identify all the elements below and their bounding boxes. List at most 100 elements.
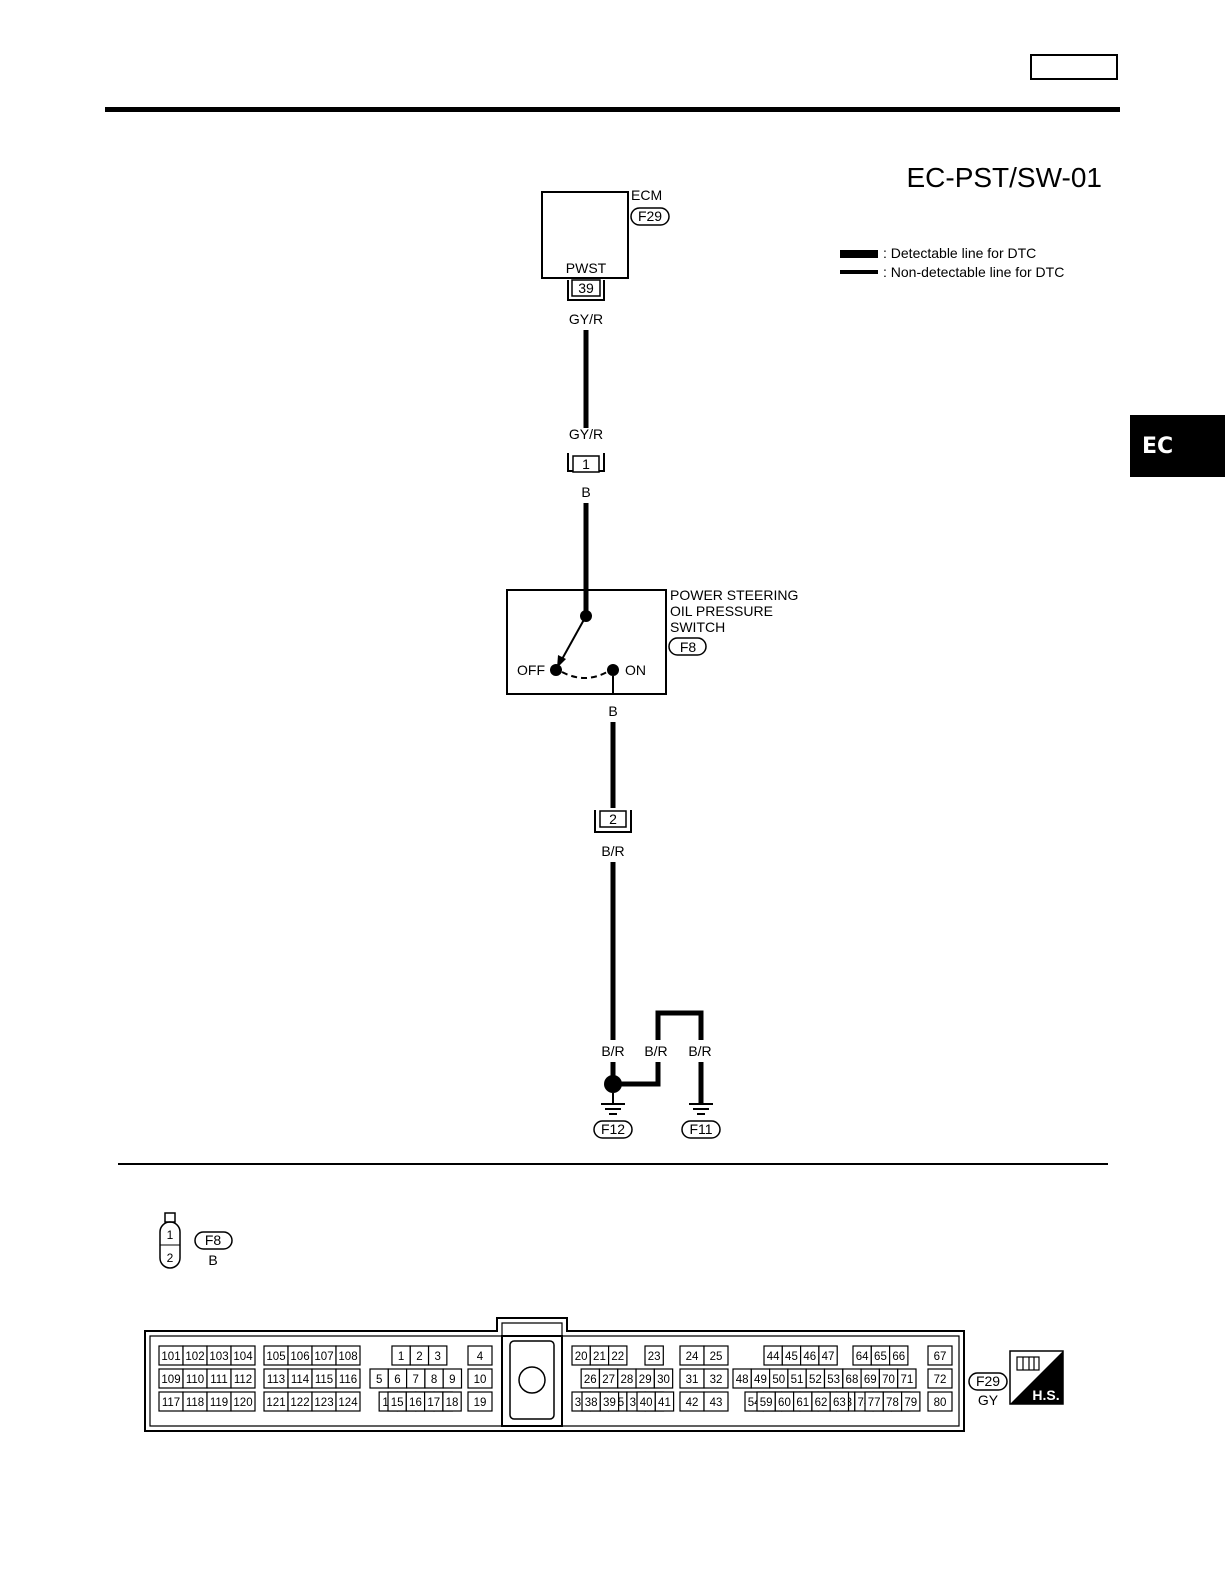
f29-pin-number: 116 (339, 1374, 357, 1386)
switch-lever-arrow (557, 655, 566, 668)
ecm-label: ECM (631, 187, 662, 203)
f29-pin-number: 26 (584, 1374, 597, 1386)
f8-view-color: B (208, 1252, 217, 1268)
switch-on-label: ON (625, 662, 646, 678)
f29-pin-cell (230, 1368, 256, 1389)
f29-pin-cell (927, 1391, 953, 1412)
f29-pin-number: 108 (338, 1351, 357, 1363)
f29-pin-number: 6 (394, 1374, 400, 1386)
f29-pin-number: 15 (391, 1397, 404, 1409)
f29-pin-number: 1 (398, 1351, 404, 1363)
f29-pin-number: 64 (856, 1351, 869, 1363)
f29-pin-cell (442, 1368, 463, 1389)
f29-pin-number: 68 (846, 1374, 859, 1386)
f29-pin-cell (703, 1391, 729, 1412)
f29-pin-number: 17 (427, 1397, 440, 1409)
f29-pin-number: 113 (267, 1374, 285, 1386)
ecm-terminal-box (571, 279, 601, 297)
f29-pin-cell (467, 1391, 493, 1412)
f29-pin-number: 39 (603, 1397, 616, 1409)
f29-pin-number: 59 (760, 1397, 773, 1409)
ecm-terminal-bracket (567, 280, 605, 301)
f29-pin-cell (599, 1391, 620, 1412)
f29-pin-number: 122 (290, 1397, 309, 1409)
ground-right-id: F11 (689, 1121, 712, 1137)
f29-pin-number: 67 (934, 1351, 947, 1363)
f29-pin-number: 117 (162, 1397, 180, 1409)
f29-pin-number: 43 (710, 1397, 723, 1409)
f29-pin-number: 27 (602, 1374, 615, 1386)
f29-pin-number: 112 (234, 1374, 252, 1386)
f29-pin-cell (467, 1368, 493, 1389)
f29-pin-number: 10 (474, 1374, 487, 1386)
f29-pin-cell (927, 1345, 953, 1366)
switch-connector-id: F8 (680, 639, 697, 655)
section-tab-ec[interactable]: EC (1130, 415, 1225, 477)
page-number-box (1030, 54, 1118, 80)
ground-left-id: F12 (601, 1121, 625, 1137)
ground-left-badge (593, 1120, 633, 1139)
f29-pin-number: 118 (186, 1397, 204, 1409)
f29-pin-number: 114 (291, 1374, 310, 1386)
f8-pin-1: 1 (167, 1228, 174, 1242)
f29-pin-number: 123 (314, 1397, 333, 1409)
f29-pin-number: 53 (827, 1374, 840, 1386)
legend-non-detectable-label: : Non-detectable line for DTC (883, 264, 1064, 280)
f29-pin-number: 7 (413, 1374, 419, 1386)
f29-pin-cell (829, 1391, 850, 1412)
f29-pin-number: 30 (657, 1374, 670, 1386)
f29-pin-number: 29 (639, 1374, 652, 1386)
wire-color-joint-in: GY/R (569, 426, 603, 442)
f8-pin-2: 2 (167, 1251, 174, 1265)
f29-pin-cell (230, 1345, 256, 1366)
f29-pin-number: 65 (874, 1351, 887, 1363)
f29-pin-number: 38 (585, 1397, 598, 1409)
header-rule (105, 107, 1120, 112)
f29-pin-cell (335, 1391, 361, 1412)
wire-color-ground-b1: B/R (644, 1043, 667, 1059)
f29-pin-number: 46 (803, 1351, 816, 1363)
f29-pin-number: 48 (736, 1374, 749, 1386)
f29-pin-number: 102 (185, 1351, 204, 1363)
legend-detectable-label: : Detectable line for DTC (883, 245, 1036, 261)
joint-lower-box (599, 810, 627, 828)
f29-pin-number: 52 (809, 1374, 822, 1386)
f29-pin-number: 119 (210, 1397, 228, 1409)
legend-non-detectable-swatch (840, 270, 878, 274)
f29-pin-cell (644, 1345, 664, 1366)
hs-badge: H.S. (1009, 1350, 1064, 1405)
wire-color-ground-b2: B/R (688, 1043, 711, 1059)
f29-pin-number: 66 (892, 1351, 905, 1363)
f29-view-badge (968, 1372, 1008, 1391)
wire-color-conn2-out: B/R (601, 843, 624, 859)
f29-pin-number: 45 (785, 1351, 798, 1363)
f29-pin-cell (230, 1391, 256, 1412)
ground-splice-dot (604, 1075, 622, 1093)
f29-pin-number: 20 (575, 1351, 588, 1363)
f29-view-color: GY (978, 1392, 999, 1408)
diagram-code: EC-PST/SW-01 (906, 162, 1102, 193)
ground-right-icon (689, 1103, 713, 1115)
switch-off-contact (550, 664, 562, 676)
ground-right-badge (681, 1120, 721, 1139)
wire-color-switch-out: B (608, 703, 617, 719)
f29-pin-number: 80 (934, 1397, 947, 1409)
joint-lower-number: 2 (609, 811, 617, 827)
f29-view-id: F29 (976, 1373, 1000, 1389)
f29-pin-number: 18 (446, 1397, 459, 1409)
f29-pin-cell (654, 1391, 675, 1412)
f29-pin-number: 111 (210, 1374, 227, 1386)
f29-pin-number: 115 (315, 1374, 333, 1386)
f29-pin-cell (653, 1368, 674, 1389)
f29-pin-cell (467, 1345, 493, 1366)
f29-pin-cell (607, 1345, 628, 1366)
joint-lower-bracket (594, 810, 632, 833)
f8-connector-view: 1 2 (159, 1212, 181, 1269)
f29-pin-number: 77 (868, 1397, 881, 1409)
f29-pin-number: 44 (767, 1351, 780, 1363)
f29-pin-cell (427, 1345, 448, 1366)
f29-pin-number: 8 (431, 1374, 437, 1386)
wire-ground-bridge (655, 1010, 704, 1040)
f29-pin-number: 24 (686, 1351, 699, 1363)
